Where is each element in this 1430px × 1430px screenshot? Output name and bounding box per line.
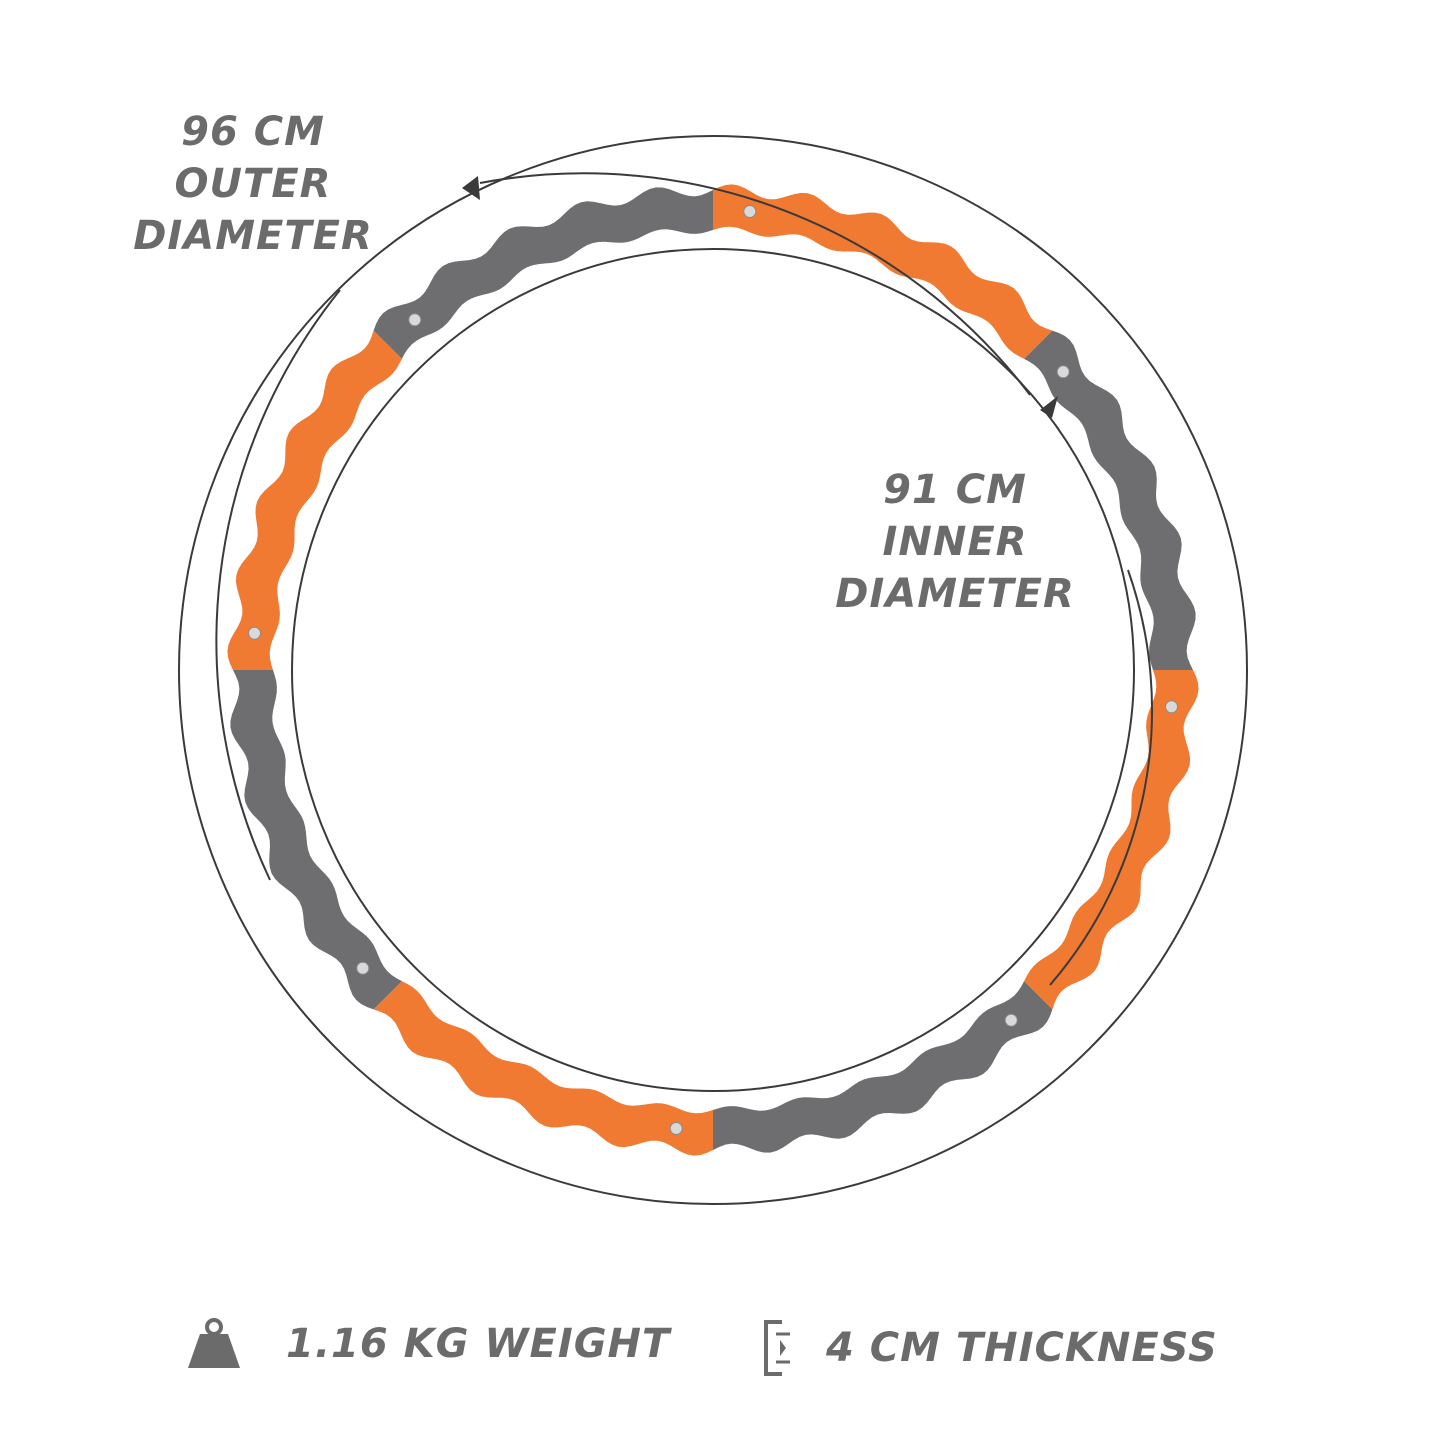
inner-diameter-value: 91 CM	[883, 467, 1027, 513]
hoop-segment	[230, 670, 402, 1010]
connector-button	[248, 626, 261, 640]
hoop-connectors	[248, 205, 1178, 1135]
hoop-segments	[227, 184, 1199, 1156]
inner-diameter-circle	[291, 248, 1135, 1092]
connector-button	[669, 1122, 683, 1135]
outer-diameter-line2: DIAMETER	[133, 213, 373, 259]
outer-diameter-value: 96 CM	[181, 109, 325, 155]
inner-diameter-line2: DIAMETER	[835, 571, 1075, 617]
outer-arrowhead-start	[462, 176, 480, 200]
hoop-segment	[373, 981, 713, 1156]
hoop-segment	[1024, 670, 1199, 1010]
inner-diameter-line1: INNER	[882, 519, 1028, 565]
outer-diameter-arc	[479, 172, 1031, 396]
outer-diameter-circle	[178, 135, 1248, 1205]
weight-label: 1.16 KG WEIGHT	[286, 1321, 671, 1367]
weight-icon	[186, 1318, 242, 1370]
connector-button	[1004, 1013, 1018, 1027]
outer-left-arc	[215, 289, 341, 881]
connector-button	[408, 313, 422, 327]
hoop-segment	[227, 330, 402, 670]
inner-right-arc	[1049, 569, 1153, 986]
outer-arrowhead-end	[1040, 396, 1058, 418]
outer-diameter-label: 96 CM OUTER DIAMETER	[108, 112, 398, 268]
hoop-segment	[713, 184, 1053, 359]
connector-button	[1165, 700, 1178, 714]
inner-diameter-label: 91 CM INNER DIAMETER	[805, 470, 1105, 626]
connector-button	[1056, 365, 1070, 379]
connector-button	[743, 205, 757, 218]
weight-feature: 1.16 KG WEIGHT	[186, 1318, 670, 1370]
hoop-segment	[373, 187, 713, 359]
outer-diameter-line1: OUTER	[174, 161, 332, 207]
thickness-icon	[760, 1318, 800, 1378]
connector-button	[356, 961, 370, 975]
thickness-feature: 4 CM THICKNESS	[760, 1318, 1218, 1378]
hoop-segment	[1024, 330, 1196, 670]
hoop-segment	[713, 981, 1053, 1153]
thickness-label: 4 CM THICKNESS	[826, 1325, 1218, 1371]
